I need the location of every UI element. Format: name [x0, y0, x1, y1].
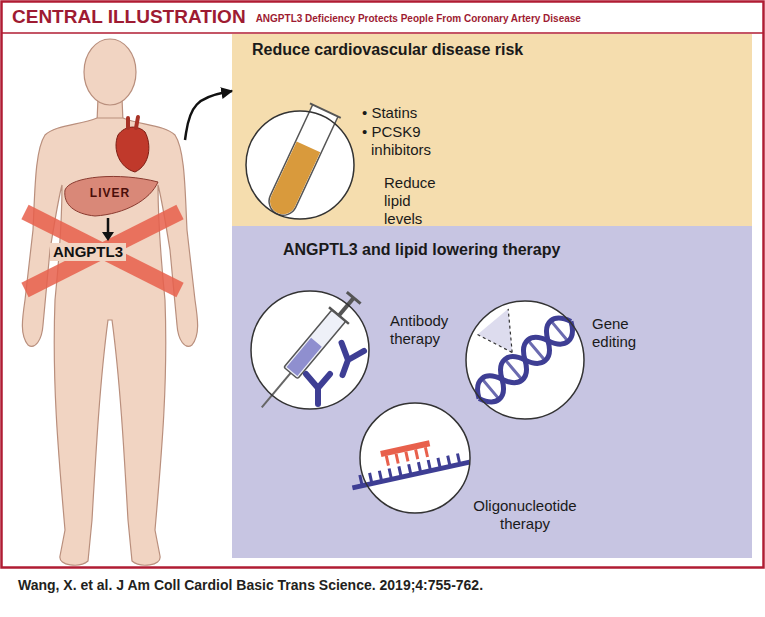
drug-item: • Statins: [362, 104, 417, 122]
tube-liquid: [266, 141, 320, 218]
circle-ground: [251, 291, 369, 409]
figure-caption: Wang, X. et al. J Am Coll Cardiol Basic …: [18, 577, 483, 593]
circle-outline: [251, 291, 369, 409]
figure-title: CENTRAL ILLUSTRATION: [12, 6, 246, 28]
heart: [116, 127, 149, 172]
panel-heading: ANGPTL3 and lipid lowering therapy: [283, 240, 560, 259]
dna-strand: [470, 311, 579, 409]
down-arrow-head: [102, 232, 114, 241]
plunger: [339, 298, 354, 316]
therapy-circle: Antibody therapy: [250, 290, 452, 412]
liver: [65, 176, 158, 216]
circle-outline: [246, 111, 354, 219]
down-arrow: [107, 218, 110, 234]
barrel-fluid: [287, 338, 322, 376]
therapy-circle: Gene editing: [465, 300, 640, 422]
cross-stroke: [25, 212, 180, 290]
circle-outline: [466, 301, 584, 419]
frame: [2, 2, 764, 568]
tube-rim: [310, 103, 341, 117]
oligo-bases: [386, 447, 427, 465]
panel-ground: [232, 34, 752, 226]
oligonucleotide: [346, 433, 470, 488]
circle-ground: [246, 111, 354, 219]
circle-ground: [466, 301, 584, 419]
circle-label: Antibody therapy: [390, 312, 452, 348]
barrel: [284, 310, 346, 379]
header-rule: [2, 32, 764, 34]
circle-outline: [359, 402, 591, 536]
drug-circle: • Statins• PCSK9 inhibitorsReduce lipid …: [244, 104, 440, 231]
antibody-shape: [306, 374, 330, 404]
panel-ground: [232, 226, 752, 558]
tube-glass: [264, 105, 338, 220]
circle-ground: [360, 403, 470, 513]
therapy-circle: Oligonucleotide therapy: [359, 402, 591, 536]
drug-item: • PCSK9 inhibitors: [362, 123, 440, 159]
body-outline: [22, 118, 197, 565]
panel-heading: Reduce cardiovascular disease risk: [252, 40, 523, 59]
antibody-shape: [331, 343, 364, 379]
human-figure: [22, 39, 197, 565]
antibody: [306, 374, 330, 404]
cross-mark: [25, 212, 180, 290]
organ-label: LIVER: [70, 186, 150, 200]
circle-outline: [250, 290, 452, 412]
head: [84, 39, 136, 105]
cross-stroke: [25, 212, 180, 290]
circle-label: Reduce lipid levels: [384, 174, 440, 228]
upper-panel: Reduce cardiovascular disease risk • Stat…: [232, 34, 752, 226]
connector-arrow: [185, 91, 232, 140]
subtitle: ANGPTL3 Deficiency Protects People From …: [256, 13, 581, 24]
syringe: [252, 290, 364, 416]
plunger-handle: [347, 292, 361, 304]
human-body: LIVER ANGPTL3: [8, 36, 185, 564]
circle-outline: [360, 403, 470, 513]
dna-helix: [447, 283, 580, 409]
circle-label: Oligonucleotide therapy: [463, 497, 587, 533]
dna-strand: [470, 311, 579, 409]
circle-label: Gene editing: [592, 315, 640, 351]
lower-panel: ANGPTL3 and lipid lowering therapyAntibo…: [232, 226, 752, 558]
flange: [329, 307, 349, 324]
needle: [262, 373, 291, 407]
gene-label: ANGPTL3: [50, 243, 126, 261]
rna-bases: [360, 454, 460, 486]
antibody: [331, 343, 364, 379]
test-tube: [262, 103, 341, 221]
heart-vessels: [128, 117, 138, 128]
